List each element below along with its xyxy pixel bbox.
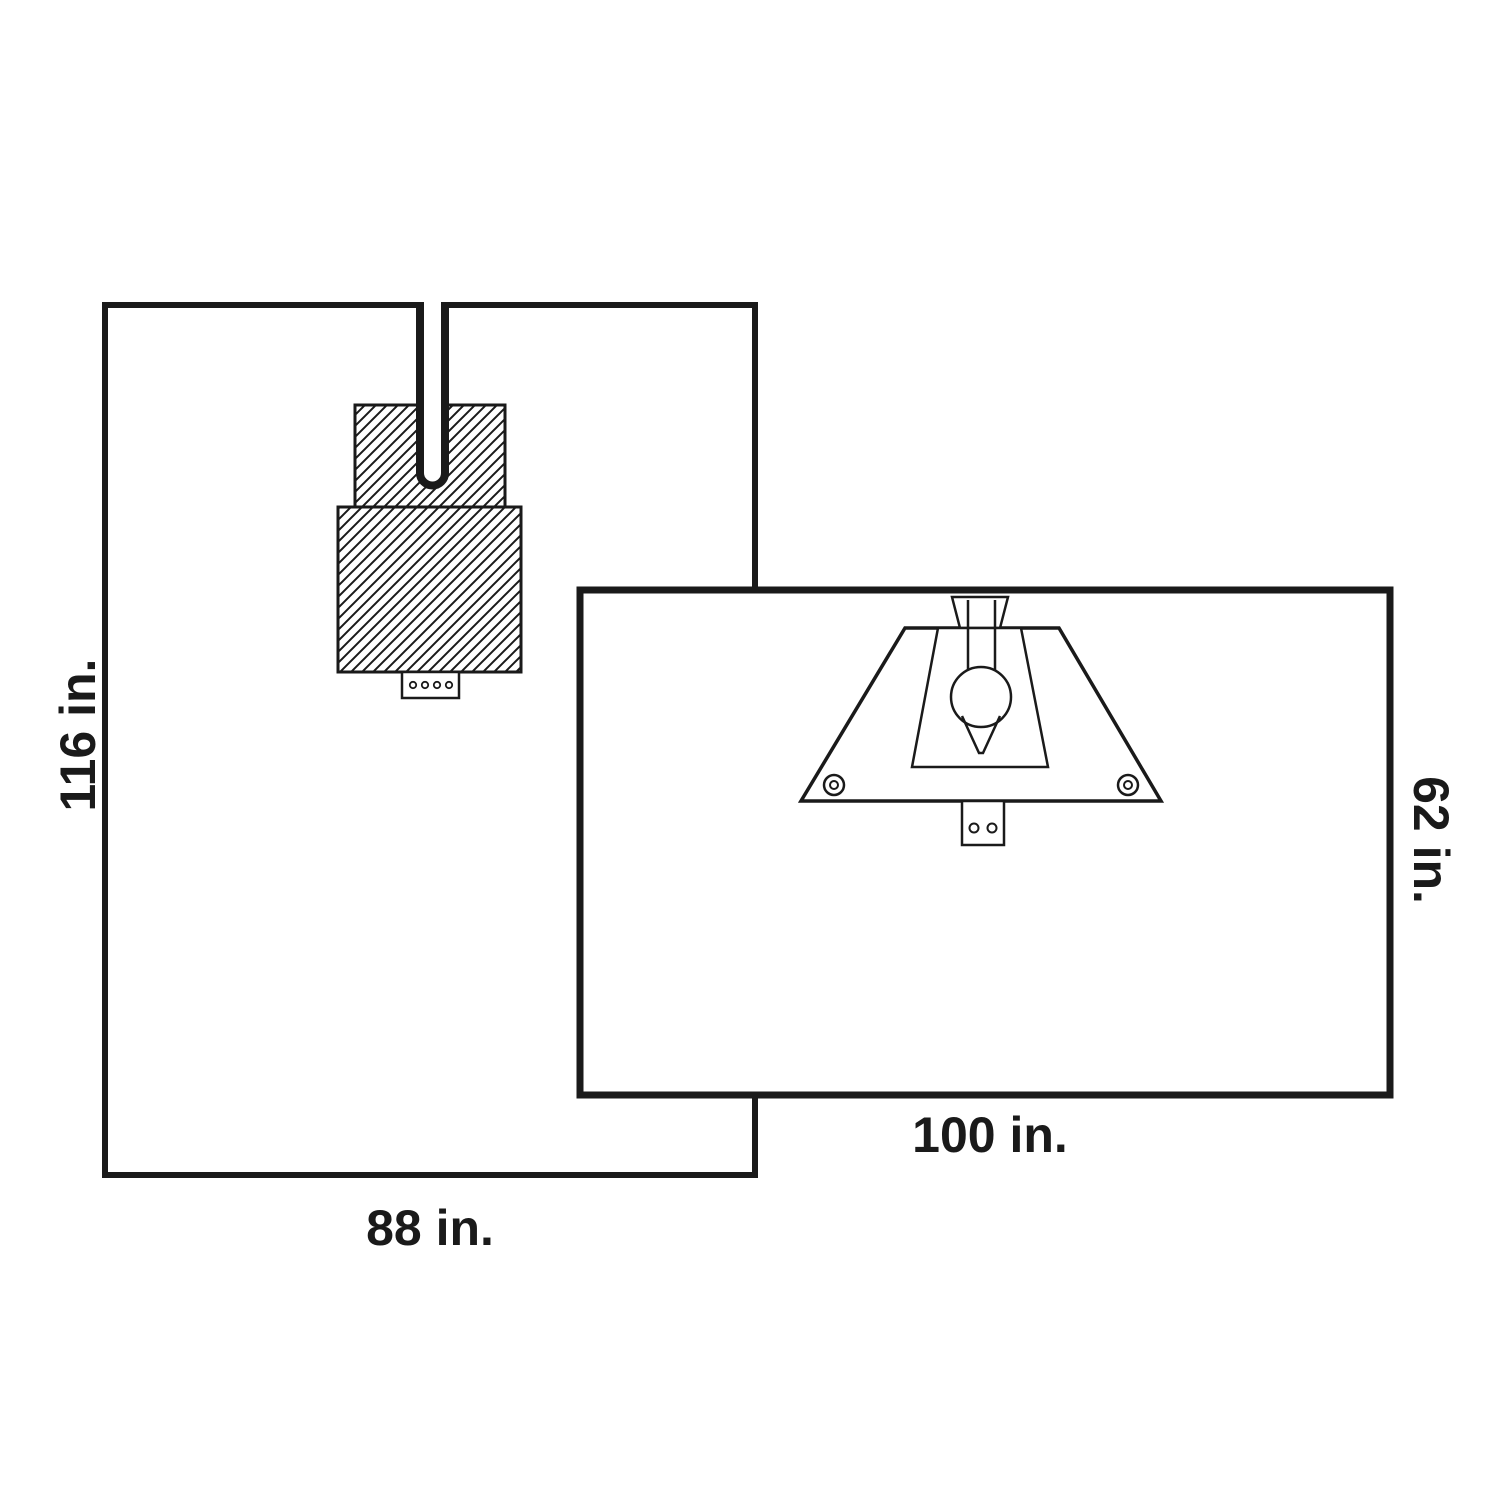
- connector-dot: [444, 680, 454, 690]
- right-panel-height-label: 62 in.: [1403, 776, 1459, 904]
- left-panel-width-label: 88 in.: [366, 1200, 494, 1256]
- right-panel-width-label: 100 in.: [912, 1107, 1068, 1163]
- keyhole-tip: [960, 715, 1002, 755]
- hatched-patch-lower: [336, 505, 523, 674]
- keyhole-bulb: [949, 665, 1013, 729]
- patch-connector-tab: [400, 670, 461, 700]
- left-panel-height-label: 116 in.: [50, 659, 106, 812]
- connector-dot: [432, 680, 442, 690]
- bottom-tab: [960, 799, 1006, 847]
- u-slot-cutout: [416, 302, 449, 490]
- bottom-tab-hole: [968, 822, 980, 834]
- grommet-right-inner: [1123, 780, 1133, 790]
- grommet-right-outer: [1116, 773, 1140, 797]
- bottom-tab-hole: [986, 822, 998, 834]
- connector-dot: [408, 680, 418, 690]
- connector-dot: [420, 680, 430, 690]
- grommet-left-inner: [829, 780, 839, 790]
- top-funnel-tab: [950, 595, 1010, 630]
- grommet-left-outer: [822, 773, 846, 797]
